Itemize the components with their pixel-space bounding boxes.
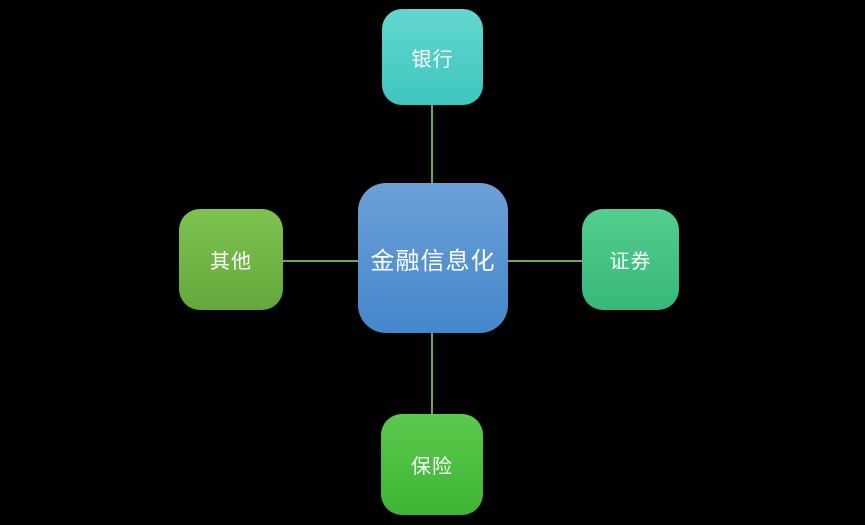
node-center-label: 金融信息化 xyxy=(370,247,496,275)
node-other-label: 其他 xyxy=(210,251,252,273)
node-center-financial-informatization[interactable]: 金融信息化 xyxy=(358,183,508,333)
node-insurance[interactable]: 保险 xyxy=(381,414,483,515)
edge-center-securities xyxy=(508,260,582,262)
node-bank[interactable]: 银行 xyxy=(382,9,483,105)
node-insurance-label: 保险 xyxy=(411,456,453,478)
node-securities[interactable]: 证券 xyxy=(582,209,679,310)
node-other[interactable]: 其他 xyxy=(179,209,283,310)
edge-center-insurance xyxy=(431,333,433,414)
edge-center-bank xyxy=(431,105,433,183)
node-bank-label: 银行 xyxy=(411,48,454,71)
edge-center-other xyxy=(283,260,358,262)
node-securities-label: 证券 xyxy=(609,251,652,273)
